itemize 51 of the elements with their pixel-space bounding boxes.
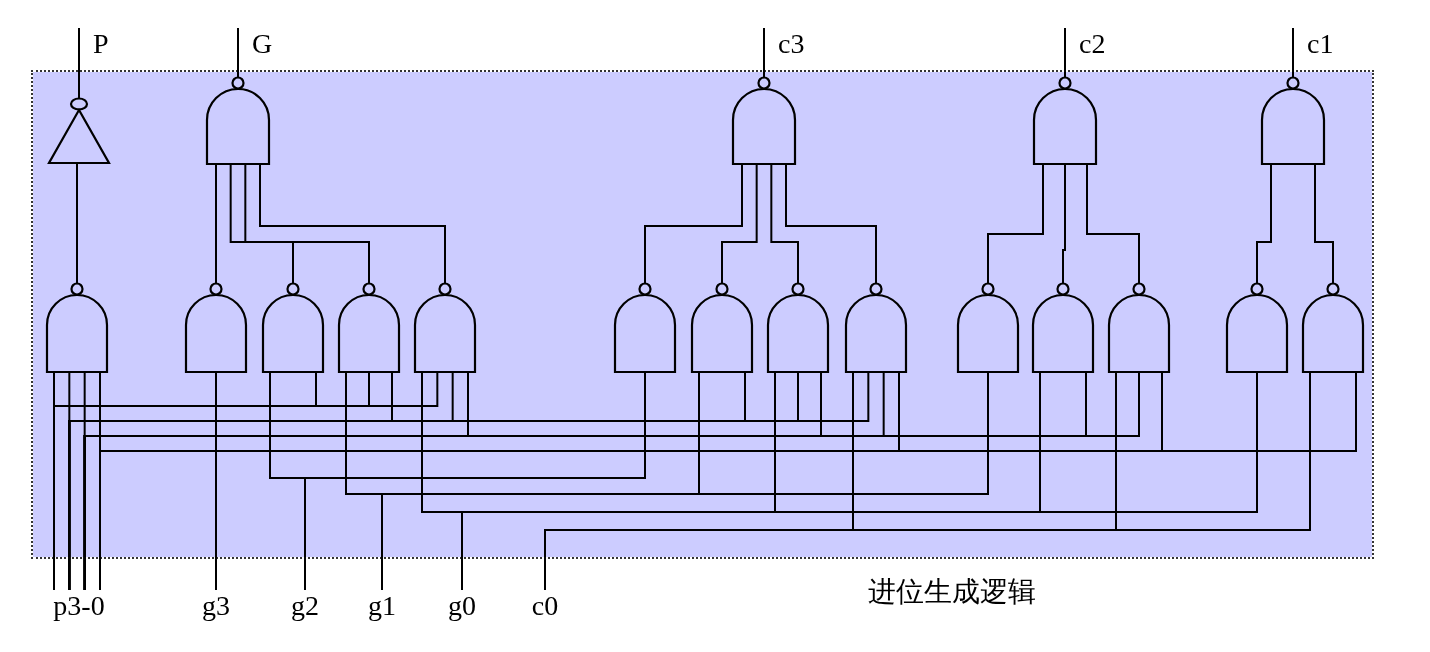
- nand-gate: [262, 283, 324, 373]
- block-caption: 进位生成逻辑: [868, 576, 1036, 608]
- wire: [215, 372, 217, 591]
- nand-gate: [1302, 283, 1364, 373]
- nand-gate: [767, 283, 829, 373]
- wire: [244, 164, 370, 284]
- wire: [763, 27, 765, 78]
- wire: [237, 27, 239, 78]
- input-label: g2: [285, 590, 325, 622]
- nand-gate: [1032, 283, 1094, 373]
- input-label: g1: [362, 590, 402, 622]
- wire: [785, 164, 877, 284]
- nand-gate: [414, 283, 476, 373]
- wire: [644, 164, 743, 284]
- input-label: c0: [525, 590, 565, 622]
- nand-gate: [957, 283, 1019, 373]
- nand-gate: [732, 77, 796, 165]
- nand-gate: [691, 283, 753, 373]
- nand-gate: [46, 283, 108, 373]
- input-label: p3-0: [48, 590, 110, 622]
- nand-gate: [185, 283, 247, 373]
- output-label: c2: [1065, 28, 1106, 60]
- wire: [1256, 164, 1272, 284]
- input-label: g3: [196, 590, 236, 622]
- nand-gate: [338, 283, 400, 373]
- output-label: c1: [1293, 28, 1334, 60]
- wire: [987, 164, 1044, 284]
- wire: [259, 164, 446, 284]
- input-label: g0: [442, 590, 482, 622]
- wire: [1292, 27, 1294, 78]
- wire: [770, 164, 799, 284]
- wire: [721, 164, 758, 284]
- nand-gate: [1261, 77, 1325, 165]
- nand-gate: [614, 283, 676, 373]
- not-gate: [46, 98, 112, 164]
- wire: [215, 164, 217, 284]
- output-label: G: [238, 28, 273, 60]
- output-label: P: [79, 28, 109, 60]
- wire: [1064, 27, 1066, 78]
- wire: [1062, 164, 1066, 284]
- output-label: c3: [764, 28, 805, 60]
- wire: [76, 163, 78, 284]
- wire: [78, 27, 80, 99]
- nand-gate: [206, 77, 270, 165]
- wire: [1086, 164, 1140, 284]
- wire: [1314, 164, 1334, 284]
- nand-gate: [1108, 283, 1170, 373]
- nand-gate: [845, 283, 907, 373]
- nand-gate: [1033, 77, 1097, 165]
- nand-gate: [1226, 283, 1288, 373]
- wire: [229, 164, 294, 284]
